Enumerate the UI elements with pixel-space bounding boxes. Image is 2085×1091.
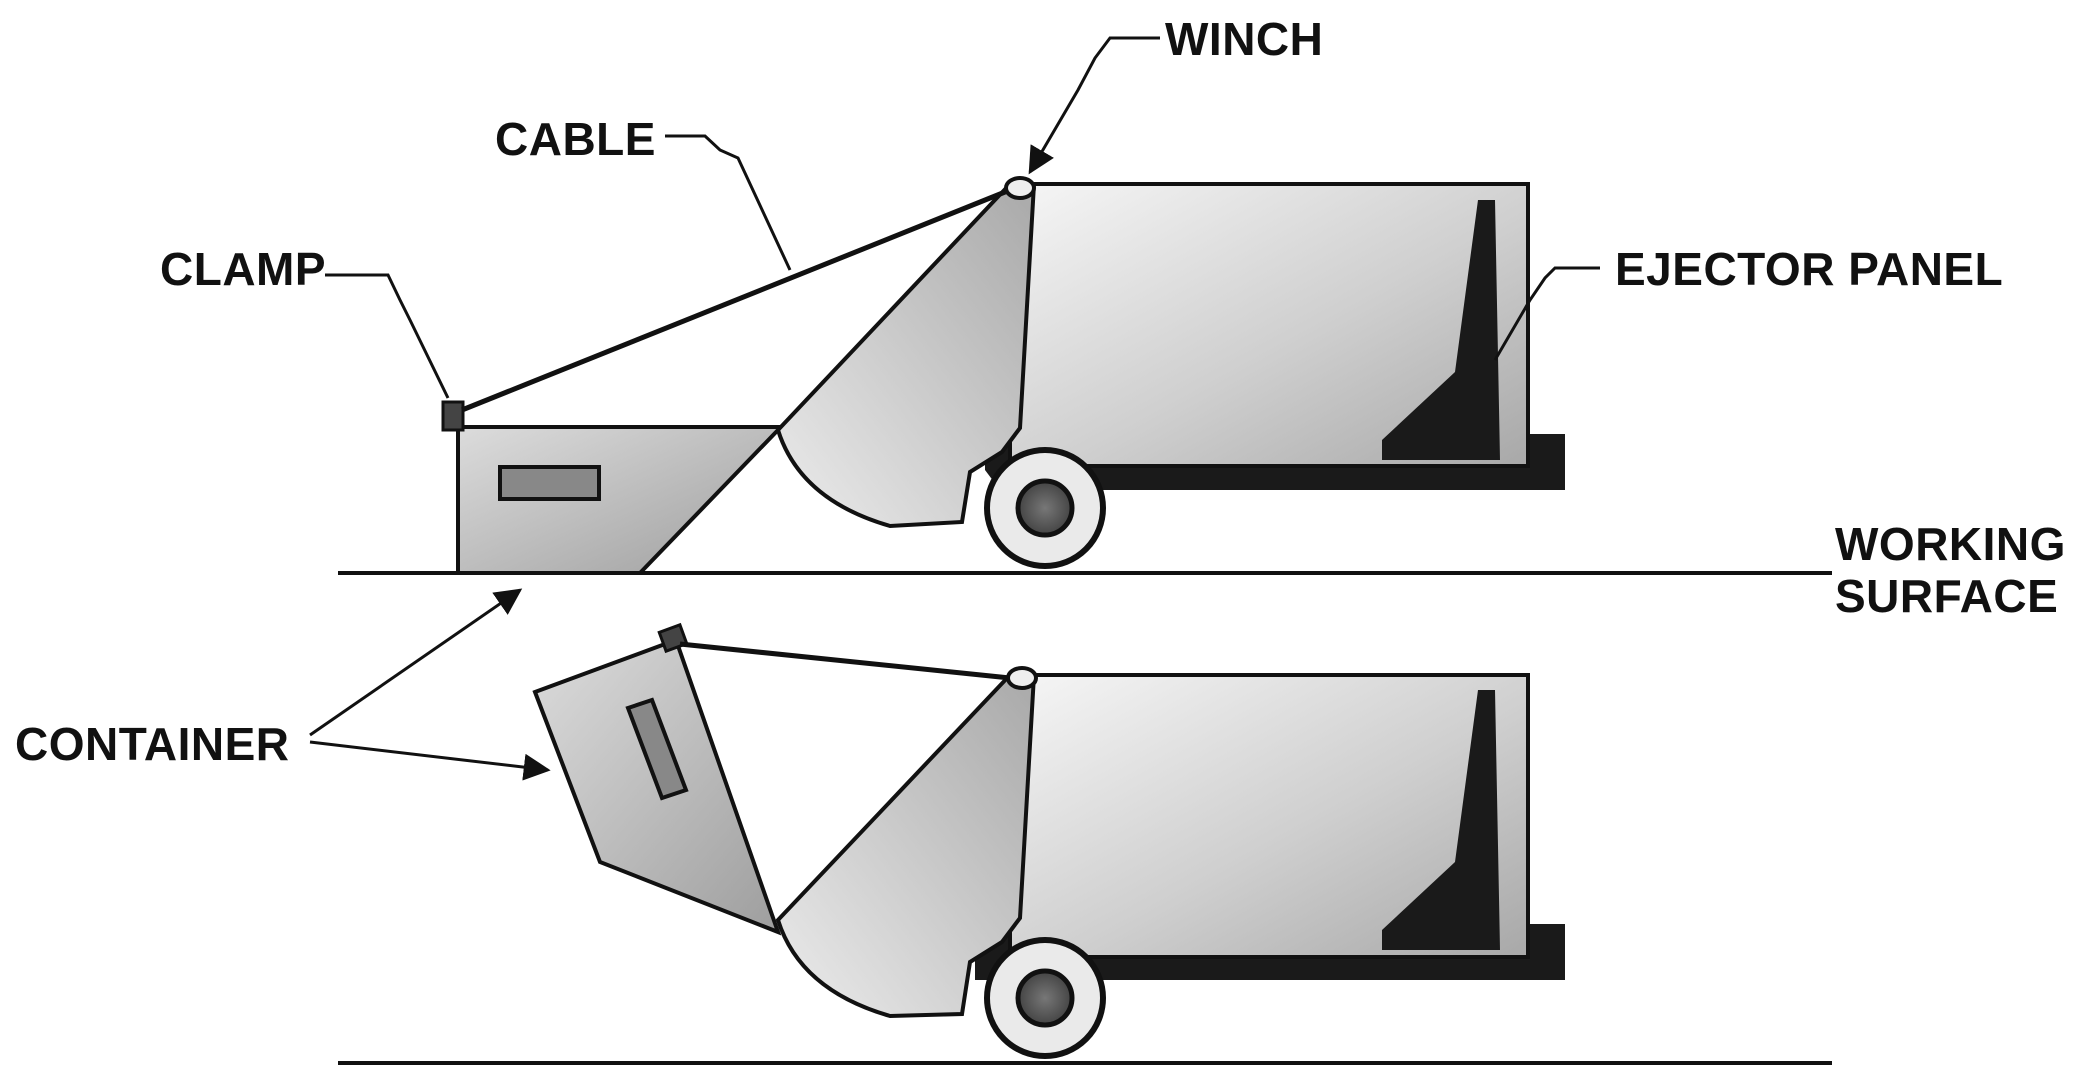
label-container: CONTAINER (15, 718, 290, 770)
winch-top (1004, 176, 1036, 200)
label-working-surface-line1: WORKING (1835, 518, 2066, 570)
clamp-leader (325, 273, 450, 399)
clamp-top (441, 400, 465, 432)
label-cable: CABLE (495, 113, 656, 165)
container-handle-bottom (625, 697, 689, 801)
ejector-panel-leader (1493, 266, 1600, 361)
leader-lines (309, 36, 1600, 781)
label-winch: WINCH (1165, 13, 1323, 65)
labels: WINCH CABLE CLAMP EJECTOR PANEL WORKING … (15, 13, 2066, 770)
container-leader-top (309, 588, 523, 737)
winch-leader (1028, 36, 1160, 175)
container-handle-top (498, 465, 601, 501)
truck-top (338, 176, 1832, 575)
container-top (456, 425, 784, 575)
hopper-top (775, 182, 1037, 529)
label-working-surface-line2: SURFACE (1835, 570, 2058, 622)
winch-bottom (1006, 666, 1038, 690)
hopper-bottom (775, 673, 1037, 1019)
clamp-bottom (657, 622, 689, 654)
label-ejector-panel: EJECTOR PANEL (1615, 243, 2003, 295)
ejector-panel-bottom (1382, 690, 1500, 950)
cable-leader (665, 134, 792, 271)
cable-top (461, 187, 1011, 413)
wheel-hub-bottom (1015, 968, 1075, 1028)
wheel-hub-top (1015, 478, 1075, 538)
label-clamp: CLAMP (160, 243, 326, 295)
cable-bottom (679, 641, 1011, 681)
container-leader-bottom (309, 740, 551, 781)
truck-bottom (338, 622, 1832, 1065)
ejector-panel-top (1382, 200, 1500, 460)
